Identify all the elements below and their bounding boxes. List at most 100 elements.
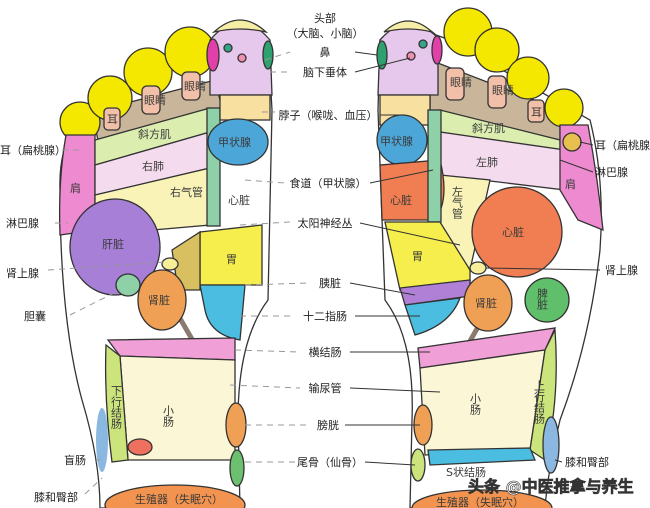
region-shoulder: 肩 (70, 181, 81, 195)
region-trachea: 左气管 (451, 186, 464, 220)
region-descending-colon: 下行结肠 (110, 385, 123, 430)
spleen-zone (524, 277, 570, 323)
label-esophagus: 食道（甲状腺） (290, 176, 367, 190)
label-pituitary: 脑下垂体 (303, 65, 347, 79)
region-small-intestine: 小肠 (162, 405, 175, 428)
temple-zone (206, 38, 220, 72)
region-eye: 眼睛 (492, 84, 514, 97)
bladder-zone (225, 402, 247, 448)
adrenal-zone (161, 257, 179, 271)
eye-zone (181, 71, 201, 101)
label-head: 头部 (314, 11, 336, 25)
region-ear: 耳 (107, 113, 118, 126)
esophagus-strip (427, 109, 442, 223)
heart-zone-large (471, 186, 563, 278)
left-foot: 耳 眼睛 眼睛 斜方肌 右肺 右气管 肩 肝脏 甲状腺 心脏 胃 肾脏 小肠 下… (58, 19, 274, 508)
label-cecum: 盲肠 (64, 453, 86, 467)
eye-zone (445, 67, 465, 101)
temple-zone (431, 35, 443, 65)
gallbladder-zone (115, 273, 141, 297)
region-spleen: 脾脏 (536, 287, 549, 311)
sigmoid-colon-zone (427, 447, 536, 466)
label-duodenum: 十二指肠 (303, 309, 347, 323)
region-kidney: 肾脏 (148, 294, 170, 307)
left-side-labels: 耳（扁桃腺） 淋巴腺 肾上腺 胆囊 盲肠 膝和臀部 (0, 143, 86, 504)
label-pancreas: 胰脏 (319, 276, 341, 290)
pituitary-dot (418, 39, 428, 49)
region-trapezius: 斜方肌 (138, 127, 171, 141)
stomach-zone (384, 221, 471, 291)
label-gallbladder: 胆囊 (24, 309, 46, 323)
region-eye: 眼睛 (144, 94, 166, 107)
label-lymph: 淋巴腺 (595, 165, 628, 179)
region-heart: 心脏 (502, 226, 524, 239)
label-head-sub: （大脑、小脑） (287, 26, 364, 40)
thyroid-zone (207, 118, 269, 166)
tonsil-zone (562, 132, 582, 152)
label-solar-plexus: 太阳神经丛 (298, 216, 353, 230)
eye-zone (141, 85, 161, 115)
ear-zone (103, 107, 121, 131)
region-genital: 生殖器（失眠穴） (436, 495, 524, 508)
label-knee-hip: 膝和臀部 (565, 455, 609, 469)
duodenum-zone (404, 297, 461, 336)
knee-hip-zone (96, 408, 108, 472)
region-stomach: 胃 (226, 253, 237, 266)
label-adrenal: 肾上腺 (6, 266, 39, 280)
label-lymph: 淋巴腺 (6, 216, 39, 230)
region-heart: 心脏 (390, 194, 412, 207)
region-stomach: 胃 (412, 250, 423, 263)
nose-zone (262, 40, 274, 70)
knee-hip-zone (542, 416, 560, 474)
region-shoulder: 肩 (565, 177, 576, 191)
label-neck: 脖子（喉咙、血压） (279, 108, 378, 122)
region-thyroid: 甲状腺 (218, 135, 251, 149)
descending-colon-zone (104, 343, 129, 463)
label-ear-tonsil: 耳（扁桃腺） (595, 138, 650, 152)
small-intestine-zone (419, 349, 546, 456)
brain-cap (211, 19, 269, 34)
label-ear-tonsil: 耳（扁桃腺） (0, 143, 66, 157)
region-liver: 肝脏 (102, 238, 124, 251)
label-knee-hip: 膝和臀部 (34, 490, 78, 504)
eye-zone (487, 75, 507, 109)
label-ureter: 输尿管 (309, 381, 342, 395)
leader-lines (47, 51, 601, 495)
region-ascending-colon: 上行结肠 (533, 380, 546, 425)
right-side-labels: 耳（扁桃腺） 淋巴腺 肾上腺 膝和臀部 (565, 138, 650, 469)
coccyx-zone (229, 449, 245, 487)
kidney-zone (463, 274, 513, 332)
brain-cap (383, 20, 433, 33)
region-eye: 眼睛 (450, 76, 472, 89)
region-ear: 耳 (531, 106, 542, 119)
region-heart: 心脏 (228, 194, 250, 207)
region-eye: 眼睛 (184, 80, 206, 93)
pituitary-dot (223, 43, 233, 53)
ear-zone (527, 99, 545, 123)
label-bladder: 膀胱 (317, 418, 339, 432)
label-transverse-colon: 横结肠 (309, 345, 342, 359)
toe-5 (544, 88, 584, 128)
label-coccyx: 尾骨（仙骨） (297, 456, 363, 469)
neck-zone (219, 94, 271, 121)
adrenal-zone (469, 261, 487, 275)
right-foot: 眼睛 眼睛 耳 斜方肌 左肺 肩 甲状腺 心脏 心脏 左气管 胃 肾脏 脾脏 小… (376, 7, 604, 508)
toe-3 (474, 27, 520, 73)
cecum-dot (127, 438, 153, 456)
region-genital: 生殖器（失眠穴） (135, 492, 223, 506)
watermark: 头条 @中医推拿与养生 (468, 477, 634, 496)
genital-zone (104, 484, 246, 508)
region-kidney: 肾脏 (475, 297, 497, 310)
region-small-intestine: 小肠 (469, 393, 482, 416)
label-nose: 鼻 (320, 45, 331, 59)
kidney-zone (137, 269, 187, 331)
region-trapezius: 斜方肌 (472, 121, 505, 135)
toe-4 (506, 56, 550, 100)
liver-zone (69, 198, 161, 296)
region-lung: 左肺 (476, 156, 498, 169)
center-labels: 头部 （大脑、小脑） 鼻 脑下垂体 脖子（喉咙、血压） 食道（甲状腺） 太阳神经… (279, 11, 378, 469)
duodenum-zone (199, 284, 246, 341)
region-thyroid: 甲状腺 (380, 134, 413, 148)
